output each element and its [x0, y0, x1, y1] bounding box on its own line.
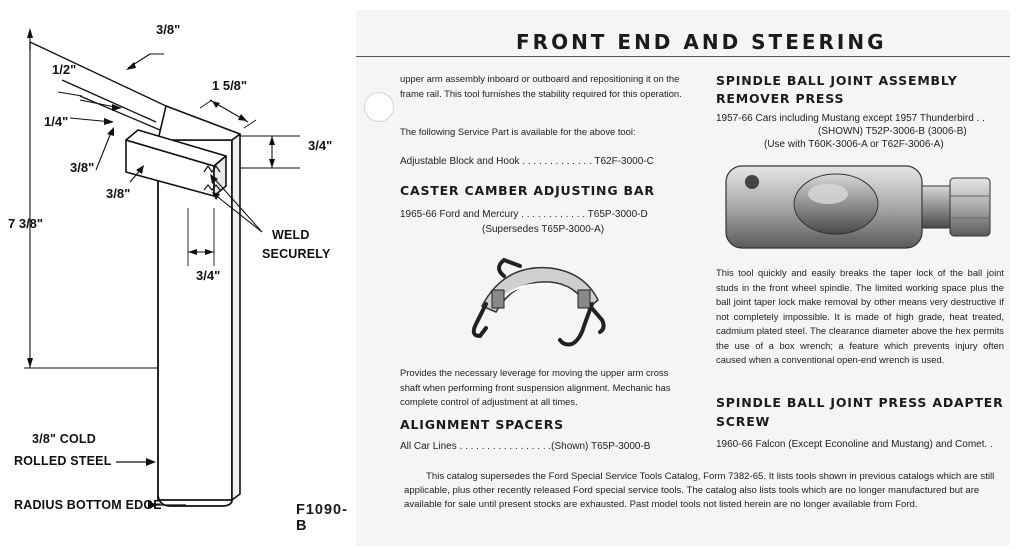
- right-column: SPINDLE BALL JOINT ASSEMBLY REMOVER PRES…: [716, 10, 1006, 460]
- caster-entry: 1965-66 Ford and Mercury . . . . . . . .…: [400, 209, 648, 220]
- adapter-heading-line1: SPINDLE BALL JOINT PRESS ADAPTER: [716, 395, 1004, 410]
- service-part-note: The following Service Part is available …: [400, 126, 636, 137]
- dim-block-width: 1 5/8": [212, 78, 248, 93]
- press-heading-line1: SPINDLE BALL JOINT ASSEMBLY: [716, 73, 958, 88]
- press-paragraph: This tool quickly and easily breaks the …: [716, 267, 1004, 365]
- dim-three-eighths-b: 3/8": [106, 186, 131, 201]
- dim-block-height: 3/4": [308, 138, 333, 153]
- caster-heading: CASTER CAMBER ADJUSTING BAR: [400, 183, 655, 198]
- title-rule: [356, 56, 1010, 57]
- caster-paragraph: Provides the necessary leverage for movi…: [400, 367, 671, 407]
- left-column: upper arm assembly inboard or outboard a…: [400, 10, 690, 460]
- ball-joint-press-photo: [725, 165, 991, 249]
- tool-drawing: [24, 28, 300, 509]
- punch-hole: [364, 92, 394, 122]
- catalog-footer-note: This catalog supersedes the Ford Special…: [404, 471, 995, 510]
- dim-bar-offset: 3/4": [196, 268, 221, 283]
- caster-bar-photo: [471, 257, 606, 347]
- dim-quarter-inch: 1/4": [44, 114, 69, 129]
- callout-securely: SECURELY: [262, 247, 331, 261]
- caster-supersedes: (Supersedes T65P-3000-A): [482, 224, 605, 235]
- press-entry-line2: (SHOWN) T52P-3006-B (3006-B): [818, 126, 967, 137]
- tool-drawing-panel: 3/8" 1/2" 1/4" 3/8" 3/8" 1 5/8" 3/4" 3/4…: [0, 0, 352, 549]
- callout-weld: WELD: [272, 228, 310, 242]
- press-entry-line1: 1957-66 Cars including Mustang except 19…: [716, 113, 985, 124]
- callout-material: 3/8" COLD: [32, 432, 96, 446]
- dim-three-eighths-a: 3/8": [70, 160, 95, 175]
- dim-overall-length: 7 3/8": [8, 216, 44, 231]
- spacers-heading: ALIGNMENT SPACERS: [400, 417, 564, 432]
- dim-half-inch: 1/2": [52, 62, 77, 77]
- catalog-page: FRONT END AND STEERING upper arm assembl…: [356, 10, 1010, 546]
- adapter-heading-line2: SCREW: [716, 414, 771, 429]
- page-title: FRONT END AND STEERING: [516, 30, 887, 54]
- adjustable-block-entry: Adjustable Block and Hook . . . . . . . …: [400, 156, 654, 167]
- callout-material-type: ROLLED STEEL: [14, 454, 112, 468]
- figure-number: F1090-B: [296, 502, 348, 534]
- intro-paragraph: upper arm assembly inboard or outboard a…: [400, 73, 682, 99]
- press-entry-line3: (Use with T60K-3006-A or T62F-3006-A): [764, 139, 944, 150]
- press-heading-line2: REMOVER PRESS: [716, 91, 845, 106]
- callout-radius: RADIUS BOTTOM EDGE: [14, 498, 162, 512]
- spacers-entry: All Car Lines . . . . . . . . . . . . . …: [400, 441, 651, 452]
- dim-top-width: 3/8": [156, 22, 181, 37]
- adapter-entry: 1960-66 Falcon (Except Econoline and Mus…: [716, 439, 993, 450]
